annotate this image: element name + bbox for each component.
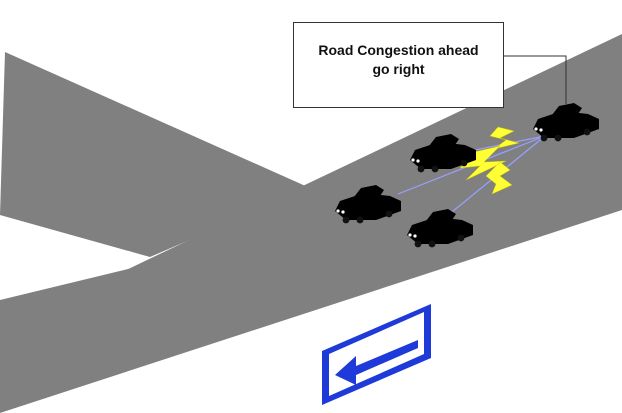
main-road — [0, 34, 622, 413]
callout-text: Road Congestion ahead go right — [318, 42, 479, 77]
callout-box: Road Congestion ahead go right — [293, 22, 504, 108]
lightning-icon — [459, 145, 507, 181]
side-road-lower — [0, 240, 250, 330]
side-road — [0, 52, 310, 257]
lightning-icon — [485, 161, 513, 195]
lightning-icon — [489, 126, 520, 150]
left-arrow-sign-icon — [322, 304, 431, 405]
callout-leader-line — [504, 55, 567, 104]
